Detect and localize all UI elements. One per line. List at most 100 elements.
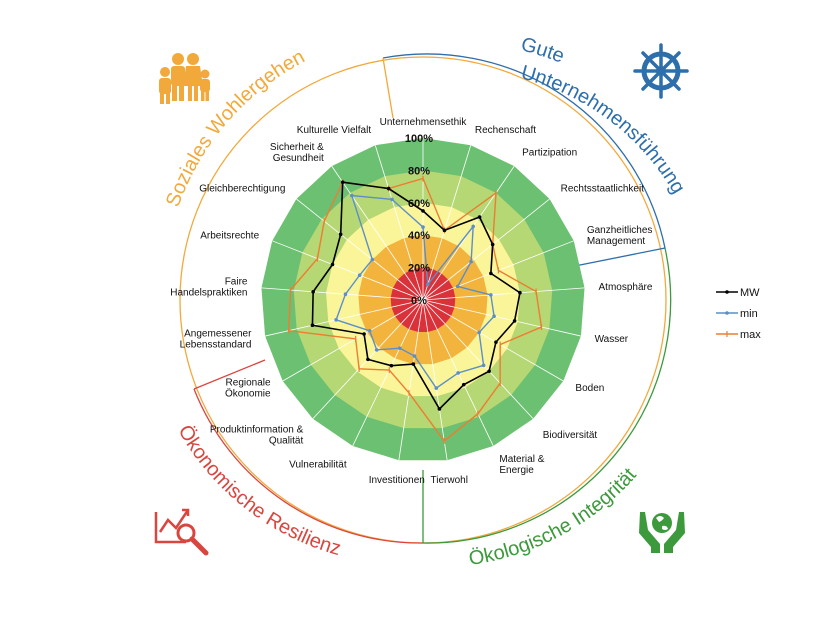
family-icon	[159, 53, 210, 104]
axis-label-atmosphäre: Atmosphäre	[599, 282, 653, 293]
spoke-faire-handelspraktiken	[261, 287, 424, 301]
axis-label-boden: Boden	[575, 383, 604, 394]
tick-label-1: 20%	[408, 263, 430, 275]
spoke-investitionen	[398, 299, 424, 461]
separator-soziales-governance	[382, 57, 394, 119]
legend-label-min: min	[740, 308, 758, 320]
point-mw-faire-handelspraktiken	[311, 289, 315, 294]
spoke-angemessener-lebensstandard	[264, 299, 424, 337]
point-min-faire-handelspraktiken	[343, 292, 348, 296]
point-min-material-energie	[456, 371, 460, 375]
legend-marker-mw	[725, 290, 729, 294]
outer-ring-oekologisch	[422, 247, 672, 544]
point-mw-atmosphäre	[518, 290, 522, 295]
legend-label-mw: MW	[740, 287, 760, 299]
point-min-tierwohl	[434, 386, 439, 390]
spoke-arbeitsrechte	[272, 240, 424, 301]
point-mw-angemessener-lebensstandard	[310, 323, 315, 328]
spoke-boden	[422, 299, 564, 382]
point-mw-wasser	[512, 319, 517, 323]
point-mw-rechenschaft	[442, 228, 447, 233]
point-mw-arbeitsrechte	[330, 262, 335, 267]
point-mw-rechtsstaatlichkeit	[490, 242, 495, 247]
axis-label-rechenschaft: Rechenschaft	[475, 125, 536, 136]
outer-ring-governance	[382, 53, 666, 249]
series-line-mw	[311, 181, 521, 411]
spoke-rechtsstaatlichkeit	[422, 198, 550, 301]
axis-label-tierwohl: Tierwohl	[431, 475, 468, 486]
spoke-vulnerabilität	[352, 299, 424, 447]
series-line-max	[288, 177, 543, 442]
point-mw-material-energie	[461, 382, 466, 387]
point-min-rechtsstaatlichkeit	[469, 259, 473, 264]
point-min-biodiversität	[481, 363, 486, 368]
point-mw-partizipation	[477, 215, 482, 219]
point-mw-produktinformation-qualität	[366, 357, 370, 362]
point-mw-tierwohl	[437, 407, 442, 411]
point-mw-regionale-ökonomie	[362, 332, 366, 336]
legend-marker-min	[725, 311, 729, 315]
axis-label-biodiversität: Biodiversität	[543, 430, 598, 441]
point-min-boden	[477, 330, 481, 335]
point-min-arbeitsrechte	[357, 273, 362, 277]
chart-magnifier-icon	[154, 508, 209, 556]
axis-label-wasser: Wasser	[595, 334, 629, 345]
axis-label-arbeitsrechte: Arbeitsrechte	[200, 231, 259, 242]
tick-label-2: 40%	[408, 230, 430, 242]
point-mw-gleichberechtigung	[338, 232, 343, 237]
globe-hands-icon	[639, 512, 685, 553]
point-min-gleichberechtigung	[370, 257, 375, 262]
tick-label-0: 0%	[411, 295, 427, 307]
axis-label-vulnerabilität: Vulnerabilität	[289, 460, 347, 471]
title-oekonomische-resilienz: Ökonomische Resilienz	[174, 421, 344, 560]
axis-label-kulturelle-vielfalt: Kulturelle Vielfalt	[297, 125, 372, 136]
point-min-ganzheitliches-management	[455, 284, 460, 289]
point-mw-unternehmensethik	[421, 209, 425, 213]
point-min-partizipation	[471, 224, 475, 229]
point-min-rechenschaft	[425, 282, 430, 287]
point-min-kulturelle-vielfalt	[390, 197, 394, 202]
separator-governance-oekologisch	[574, 247, 666, 267]
point-mw-vulnerabilität	[389, 363, 394, 368]
spoke-rechenschaft	[422, 145, 472, 301]
separator-oekonomisch-soziales	[193, 359, 266, 390]
axis-label-sicherheit-gesundheit: Sicherheit &Gesundheit	[270, 142, 324, 164]
point-mw-biodiversität	[487, 369, 491, 374]
spoke-gleichberechtigung	[296, 198, 424, 301]
point-min-wasser	[492, 314, 496, 319]
axis-label-produktinformation-qualität: Produktinformation &Qualität	[210, 425, 304, 447]
axis-label-rechtsstaatlichkeit: Rechtsstaatlichkeit	[561, 183, 645, 194]
point-mw-ganzheitliches-management	[489, 271, 493, 276]
spoke-kulturelle-vielfalt	[374, 145, 424, 301]
spoke-biodiversität	[422, 299, 534, 420]
axis-label-investitionen: Investitionen	[369, 475, 425, 486]
point-mw-sicherheit-gesundheit	[340, 180, 345, 185]
tick-label-5: 100%	[405, 133, 433, 145]
axis-label-gleichberechtigung: Gleichberechtigung	[199, 183, 285, 194]
point-mw-investitionen	[411, 362, 416, 366]
axis-label-unternehmensethik: Unternehmensethik	[380, 117, 468, 128]
tick-label-3: 60%	[408, 198, 430, 210]
spoke-sicherheit-gesundheit	[331, 165, 424, 301]
spoke-atmosphäre	[422, 287, 585, 301]
point-min-sicherheit-gesundheit	[350, 193, 354, 198]
point-min-vulnerabilität	[398, 346, 402, 350]
point-min-unternehmensethik	[421, 225, 425, 229]
point-mw-kulturelle-vielfalt	[386, 186, 391, 191]
ship-wheel-icon	[633, 43, 689, 99]
spoke-regionale-ökonomie	[282, 299, 424, 382]
point-min-atmosphäre	[489, 293, 493, 297]
point-min-angemessener-lebensstandard	[334, 318, 338, 322]
point-min-produktinformation-qualität	[374, 348, 379, 352]
title-oekologische-integritaet: Ökologische Integrität	[467, 464, 641, 570]
point-mw-boden	[494, 340, 498, 344]
spoke-wasser	[422, 299, 582, 337]
outer-ring-oekonomisch	[193, 388, 424, 544]
point-min-investitionen	[412, 354, 417, 358]
